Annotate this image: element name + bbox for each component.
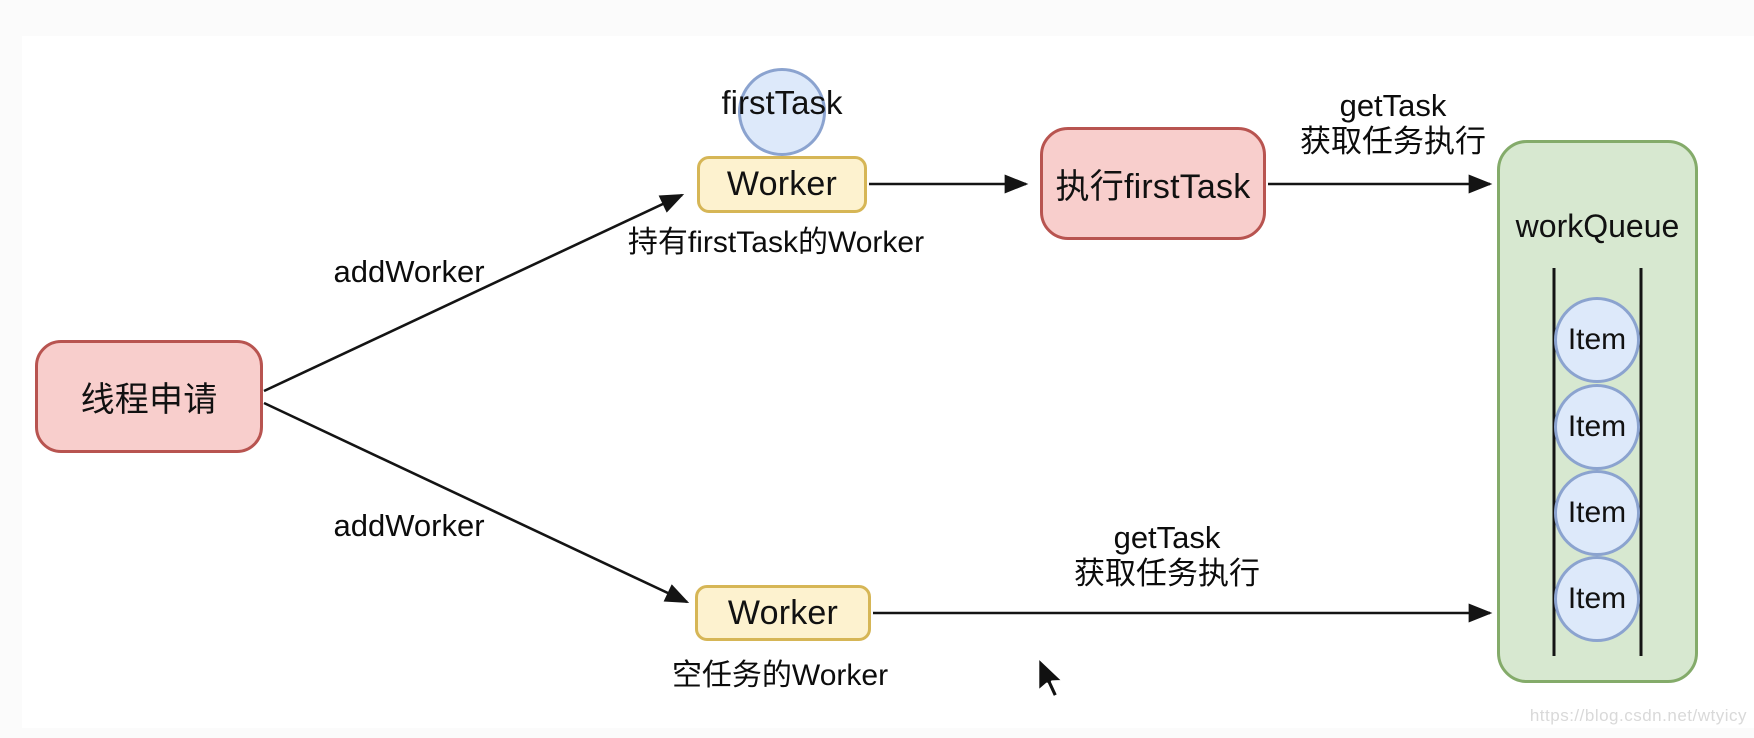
node-first-task-label: firstTask (721, 84, 843, 121)
edge-label-gettask-bottom-line2: 获取任务执行 (1074, 556, 1260, 591)
edge-label-gettask-bottom: getTask 获取任务执行 (1074, 520, 1260, 592)
work-queue-title: workQueue (1515, 208, 1680, 244)
node-thread-request: 线程申请 (35, 340, 263, 453)
watermark-url: https://blog.csdn.net/wtyicy (1529, 706, 1747, 725)
queue-item: Item (1554, 556, 1640, 642)
node-execute-first-task: 执行firstTask (1040, 127, 1266, 240)
edge-label-gettask-bottom-line1: getTask (1113, 520, 1221, 555)
edge-label-gettask-top-line2: 获取任务执行 (1300, 124, 1486, 159)
node-first-task-circle (738, 68, 826, 156)
queue-item: Item (1554, 297, 1640, 383)
node-worker-bottom: Worker (695, 585, 871, 641)
caption-worker-bottom: 空任务的Worker (671, 659, 889, 692)
caption-worker-top: 持有firstTask的Worker (627, 226, 925, 259)
queue-item: Item (1554, 470, 1640, 556)
edge-label-addworker-top: addWorker (333, 254, 485, 289)
node-worker-top: Worker (697, 156, 867, 213)
edge-label-gettask-top: getTask 获取任务执行 (1300, 88, 1486, 160)
edge-label-gettask-top-line1: getTask (1339, 88, 1447, 123)
queue-item: Item (1554, 384, 1640, 470)
edge-label-addworker-bottom: addWorker (333, 508, 485, 543)
diagram-canvas (22, 36, 1754, 728)
